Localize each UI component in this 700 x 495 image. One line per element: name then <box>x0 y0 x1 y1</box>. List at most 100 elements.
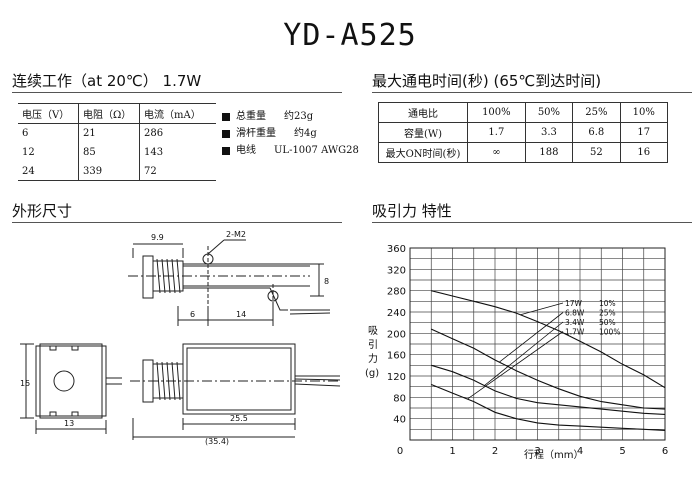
legend-duty: 10% <box>599 299 616 308</box>
table-cell: 1.7 <box>467 122 526 143</box>
legend-leader-line <box>467 331 564 400</box>
table-cell: 100% <box>467 102 526 123</box>
dim-6: 6 <box>190 310 195 319</box>
table-cell: ∞ <box>467 142 526 163</box>
table-header: 电流（mA） <box>139 104 216 124</box>
legend-leader-line <box>520 302 564 316</box>
bullet-square-icon <box>222 112 230 121</box>
table-cell: 6.8 <box>572 122 621 143</box>
table-row: 容量(W) 1.7 3.3 6.8 17 <box>378 122 669 143</box>
legend-duty: 50% <box>599 318 616 327</box>
y-tick-label: 160 <box>387 351 406 362</box>
duty-cycle-table: 通电比 100% 50% 25% 10% 容量(W) 1.7 3.3 6.8 1… <box>378 102 669 163</box>
dim-25-5: 25.5 <box>230 414 248 423</box>
legend-duty: 25% <box>599 309 616 318</box>
x-tick-label: 0 <box>397 446 403 457</box>
legend-power: 1.7W <box>565 328 585 337</box>
y-tick-label: 240 <box>387 308 406 319</box>
table-cell: 25% <box>572 102 621 123</box>
dimensions-header-rule <box>12 222 342 223</box>
left-header-rule <box>12 92 342 93</box>
table-cell: 52 <box>572 142 621 163</box>
side-view <box>130 343 341 440</box>
dim-15: 15 <box>20 379 30 388</box>
y-tick-label: 200 <box>387 329 406 340</box>
table-cell: 339 <box>78 162 140 181</box>
y-axis-label-3: 力 <box>368 352 378 365</box>
electrical-table: 电压（V） 电阻（Ω） 电流（mA） 6 21 286 12 85 143 24… <box>18 104 216 181</box>
dimensions-header: 外形尺寸 <box>12 202 73 220</box>
bullet-square-icon <box>222 146 230 155</box>
x-axis-label: 行程（mm） <box>524 448 583 461</box>
y-tick-label: 80 <box>393 393 406 404</box>
y-axis-label-4: (g) <box>365 368 379 379</box>
y-tick-label: 120 <box>387 372 406 383</box>
y-tick-label: 360 <box>387 244 406 255</box>
dim-35-4: (35.4) <box>205 437 229 446</box>
table-cell: 21 <box>78 123 140 143</box>
spec-value: 约4g <box>294 128 317 139</box>
dimension-drawing: 9.9 2-M2 8 6 14 15 13 <box>20 230 341 446</box>
spec-value: 约23g <box>284 111 314 122</box>
table-cell: 72 <box>139 162 216 181</box>
y-tick-label: 320 <box>387 265 406 276</box>
table-row: 通电比 100% 50% 25% 10% <box>378 102 669 123</box>
table-cell: 188 <box>524 142 574 163</box>
table-cell: 10% <box>619 102 669 123</box>
x-tick-label: 6 <box>662 446 668 457</box>
spec-item: 滑杆重量 约4g <box>222 125 359 142</box>
force-header: 吸引力 特性 <box>372 202 452 220</box>
dim-9-9: 9.9 <box>151 233 164 242</box>
table-cell: 通电比 <box>378 102 468 123</box>
legend-power: 17W <box>565 299 583 308</box>
dim-14: 14 <box>236 310 246 319</box>
front-view <box>20 343 122 434</box>
series-line <box>431 383 666 431</box>
table-cell: 143 <box>139 143 216 162</box>
x-tick-label: 2 <box>492 446 498 457</box>
spec-label: 总重量 <box>236 111 266 122</box>
series-line <box>431 364 666 415</box>
table-cell: 3.3 <box>524 122 574 143</box>
y-tick-label: 40 <box>393 415 406 426</box>
dim-thread: 2-M2 <box>226 230 246 239</box>
table-cell: 16 <box>619 142 669 163</box>
table-cell: 24 <box>22 166 35 177</box>
table-row: 最大ON时间(秒) ∞ 188 52 16 <box>378 142 669 163</box>
table-cell: 6 <box>22 128 29 139</box>
legend-duty: 100% <box>599 328 620 337</box>
series-line <box>431 328 666 410</box>
x-tick-label: 4 <box>577 446 583 457</box>
table-cell: 12 <box>22 147 35 158</box>
x-tick-label: 1 <box>449 446 455 457</box>
dim-8: 8 <box>324 277 329 286</box>
x-tick-label: 5 <box>619 446 625 457</box>
table-top-rule <box>18 103 216 104</box>
table-row: 24 339 72 <box>18 162 216 181</box>
spec-label: 滑杆重量 <box>236 128 276 139</box>
spec-label: 电线 <box>236 145 256 156</box>
table-header-row: 电压（V） 电阻（Ω） 电流（mA） <box>18 104 216 124</box>
max-on-time-header: 最大通电时间(秒) (65℃到达时间) <box>372 72 602 90</box>
table-cell: 85 <box>78 143 140 162</box>
continuous-duty-header: 连续工作（at 20℃） 1.7W <box>12 72 202 90</box>
right-header-rule <box>372 92 692 93</box>
spec-item: 电线 UL-1007 AWG28 <box>222 142 359 159</box>
y-axis-label-1: 吸 <box>368 326 378 337</box>
product-title: YD-A525 <box>283 18 417 53</box>
table-cell: 50% <box>524 102 574 123</box>
chart-grid <box>409 247 666 441</box>
table-row: 12 85 143 <box>18 143 216 162</box>
force-header-rule <box>372 222 692 223</box>
table-row: 6 21 286 <box>18 123 216 143</box>
table-cell: 286 <box>139 123 216 143</box>
table-cell: 17 <box>619 122 669 143</box>
plot-frame <box>409 247 666 441</box>
spec-list: 总重量 约23g 滑杆重量 约4g 电线 UL-1007 AWG28 <box>222 108 359 159</box>
table-cell: 最大ON时间(秒) <box>378 142 468 163</box>
table-cell: 容量(W) <box>378 122 468 143</box>
